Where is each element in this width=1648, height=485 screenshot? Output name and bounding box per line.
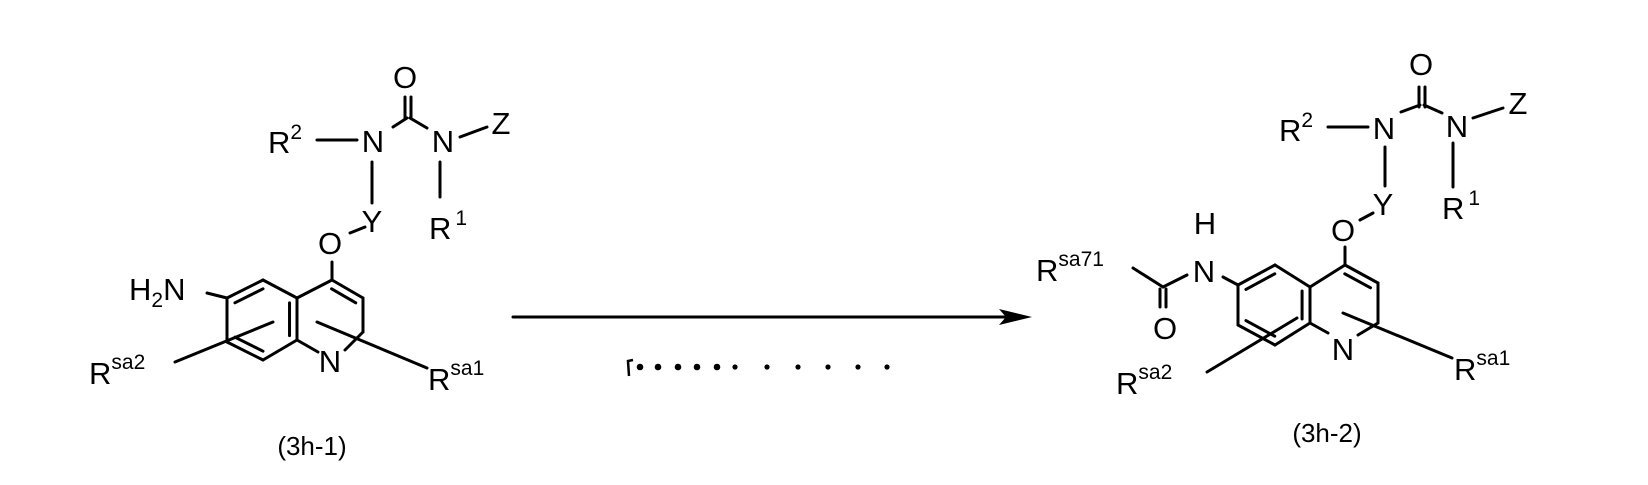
bond xyxy=(1473,108,1503,118)
atom-r2: R2 xyxy=(268,121,302,160)
atom-r2: R2 xyxy=(1279,109,1313,148)
bond xyxy=(332,280,363,298)
atom-y: Y xyxy=(362,204,383,239)
compound-label-3h-1: (3h-1) xyxy=(277,431,346,461)
atom-rsa2: Rsa2 xyxy=(1116,361,1172,401)
bond xyxy=(227,342,263,360)
atom-n-urea-1: N xyxy=(362,124,384,159)
bond xyxy=(1223,277,1238,285)
placeholder-dot xyxy=(637,364,644,371)
bracket-mark xyxy=(628,360,633,376)
atom-r1: R1 xyxy=(429,207,467,246)
placeholder-dot xyxy=(825,364,830,369)
atom-amide-n: N xyxy=(1193,254,1215,289)
atom-ether-o: O xyxy=(1331,213,1355,248)
bond xyxy=(1133,268,1163,287)
bond xyxy=(1275,265,1310,287)
bond xyxy=(410,118,427,128)
bond xyxy=(297,340,318,352)
placeholder-dot xyxy=(655,364,662,371)
double-bond-inner xyxy=(1246,274,1275,290)
atom-rsa1: Rsa1 xyxy=(1454,347,1510,387)
placeholder-dot xyxy=(714,364,721,371)
atom-n-urea-1: N xyxy=(1373,111,1395,146)
atom-amide-h: H xyxy=(1194,206,1216,241)
bond xyxy=(1424,105,1442,113)
starting-material: O R2 N N Z Y R1 O H2N N Rsa2 Rsa1 (3h-1) xyxy=(89,60,510,461)
atom-n-urea-2: N xyxy=(432,124,454,159)
atom-r1: R1 xyxy=(1442,187,1480,226)
atom-ring-n: N xyxy=(1332,332,1354,367)
atom-rsa1: Rsa1 xyxy=(428,357,484,397)
placeholder-dot xyxy=(675,364,682,371)
bond xyxy=(227,280,263,298)
atom-rsa2: Rsa2 xyxy=(89,351,145,391)
atom-ring-n: N xyxy=(319,344,341,379)
atom-amine: H2N xyxy=(129,272,185,312)
bond xyxy=(263,280,297,298)
bond xyxy=(1310,323,1328,333)
atom-y: Y xyxy=(1373,187,1394,222)
atom-rsa71: Rsa71 xyxy=(1036,248,1104,288)
substituent-bond-rsa2 xyxy=(1207,318,1297,372)
bond xyxy=(1345,265,1378,283)
reagent-placeholder-dots xyxy=(628,360,890,376)
bond xyxy=(263,340,297,360)
bond xyxy=(207,293,227,298)
placeholder-dot xyxy=(884,364,889,369)
product: O R2 N N Z Y R1 O H N O Rsa71 N Rsa2 Rsa… xyxy=(1036,47,1527,448)
bond xyxy=(1401,105,1420,112)
bond xyxy=(460,127,487,137)
placeholder-dot xyxy=(795,364,800,369)
placeholder-dot xyxy=(855,364,860,369)
atom-carbonyl-o: O xyxy=(1409,47,1433,82)
atom-z: Z xyxy=(492,106,511,141)
atom-n-urea-2: N xyxy=(1446,109,1468,144)
atom-ether-o: O xyxy=(318,226,342,261)
placeholder-dot xyxy=(732,364,737,369)
bond xyxy=(1163,275,1187,287)
bond xyxy=(1360,213,1373,220)
reaction-arrow xyxy=(513,309,1032,376)
compound-label-3h-2: (3h-2) xyxy=(1292,418,1361,448)
bond xyxy=(393,118,407,127)
placeholder-dot xyxy=(694,364,701,371)
bond xyxy=(297,280,332,298)
atom-z: Z xyxy=(1509,86,1528,121)
placeholder-dot xyxy=(764,364,769,369)
atom-amide-o: O xyxy=(1153,311,1177,346)
bond xyxy=(1275,323,1310,345)
atom-carbonyl-o: O xyxy=(393,60,417,95)
bond xyxy=(1310,265,1345,287)
